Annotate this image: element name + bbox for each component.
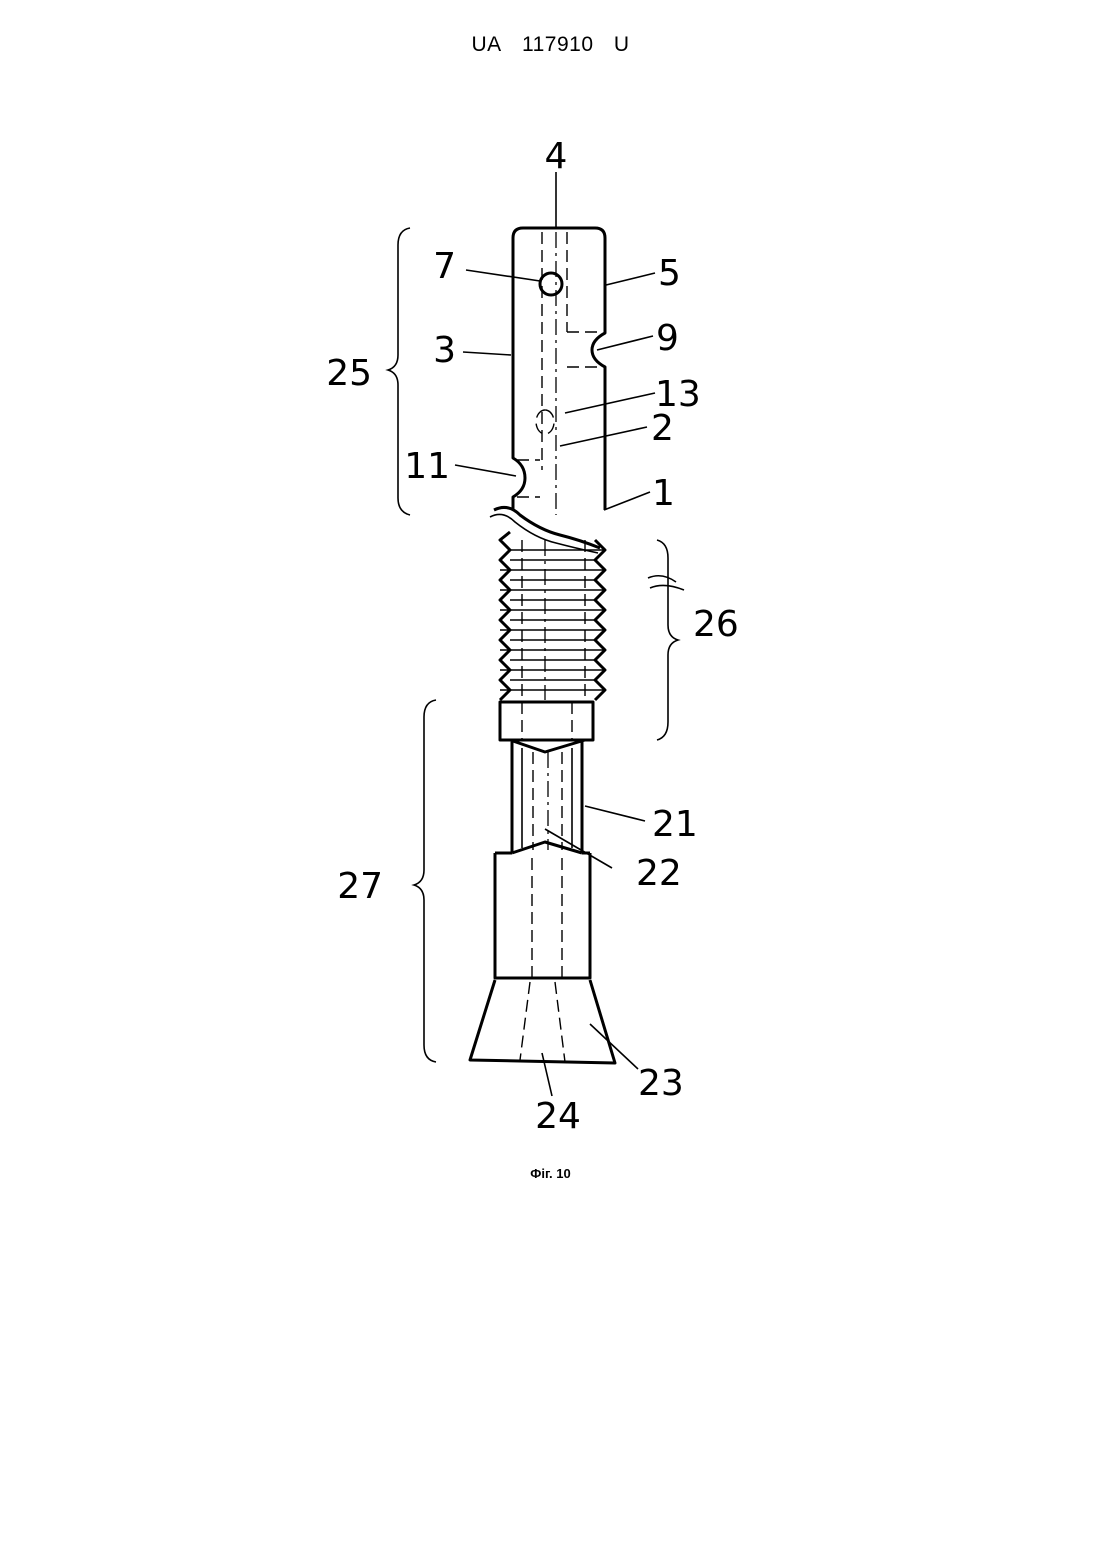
- label-9: 9: [656, 318, 679, 359]
- label-3: 3: [433, 330, 456, 371]
- label-25: 25: [326, 353, 372, 394]
- collar: [500, 702, 593, 740]
- label-27: 27: [337, 866, 383, 907]
- label-2: 2: [651, 408, 674, 449]
- leader-lines: [455, 270, 655, 1096]
- label-4: 4: [545, 136, 568, 177]
- label-22: 22: [636, 853, 682, 894]
- label-5: 5: [658, 253, 681, 294]
- lower-body: [470, 853, 615, 1063]
- bracket-27: [414, 700, 436, 1062]
- label-11: 11: [404, 446, 450, 487]
- label-23: 23: [638, 1063, 684, 1104]
- label-7: 7: [433, 246, 456, 287]
- bracket-26: [657, 540, 678, 740]
- detent-13: [536, 410, 554, 434]
- threaded-section: [500, 532, 605, 700]
- label-1: 1: [652, 473, 675, 514]
- neck: [510, 740, 585, 853]
- upper-shank: [513, 172, 605, 515]
- hole-7: [540, 273, 562, 295]
- label-24: 24: [535, 1096, 581, 1137]
- label-21: 21: [652, 804, 698, 845]
- label-26: 26: [693, 604, 739, 645]
- figure-caption: Фіг. 10: [0, 1166, 1101, 1181]
